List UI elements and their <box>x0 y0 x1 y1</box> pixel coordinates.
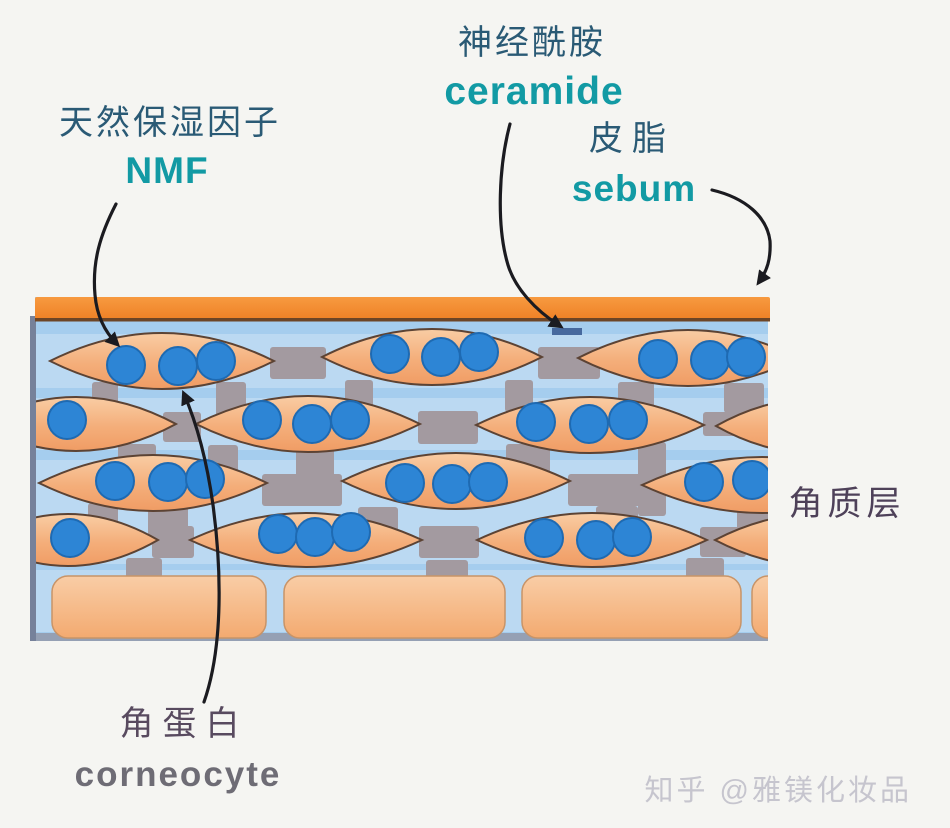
nmf-dot <box>295 517 335 557</box>
label-nmf-chinese: 天然保湿因子 <box>59 104 281 142</box>
nmf-dot <box>258 514 298 554</box>
nmf-dot <box>608 400 648 440</box>
ceramide-arrow <box>498 122 564 329</box>
nmf-dot <box>569 404 609 444</box>
nmf-dot <box>524 518 564 558</box>
nmf-dot <box>47 400 87 440</box>
nmf-dot <box>95 461 135 501</box>
basal-cell-block <box>283 575 506 639</box>
corneocyte-cell <box>713 403 768 449</box>
nmf-dot <box>106 345 146 385</box>
sebum-arrow <box>710 188 772 286</box>
desmosome-connector <box>426 560 468 578</box>
desmosome-connector <box>126 558 162 578</box>
label-corneocyte-chinese: 角蛋白 <box>119 705 249 743</box>
basal-cell-block <box>521 575 742 639</box>
basal-cell-block <box>51 575 267 639</box>
nmf-dot <box>459 332 499 372</box>
nmf-dot <box>370 334 410 374</box>
nmf-dot <box>331 512 371 552</box>
nmf-dot <box>516 402 556 442</box>
nmf-dot <box>690 340 730 380</box>
sebum-bar <box>35 297 770 321</box>
corneocyte-cell <box>712 518 768 562</box>
label-nmf-english: NMF <box>125 150 209 191</box>
nmf-dot <box>50 518 90 558</box>
nmf-dot <box>732 460 768 500</box>
desmosome-connector <box>152 526 194 558</box>
nmf-dot <box>148 462 188 502</box>
desmosome-connector <box>568 474 642 506</box>
watermark: 知乎 @雅镁化妆品 <box>644 775 912 807</box>
nmf-dot <box>330 400 370 440</box>
nmf-dot <box>726 337 766 377</box>
nmf-dot <box>638 339 678 379</box>
desmosome-connector <box>262 474 342 506</box>
corneocyte-arrow <box>181 389 221 704</box>
nmf-dot <box>385 463 425 503</box>
nmf-dot <box>612 517 652 557</box>
label-ceramide-english: ceramide <box>444 70 624 113</box>
desmosome-connector <box>163 412 201 442</box>
desmosome-connector <box>418 411 478 444</box>
nmf-dot <box>196 341 236 381</box>
nmf-dot <box>576 520 616 560</box>
nmf-dot <box>468 462 508 502</box>
desmosome-connector <box>638 442 666 516</box>
desmosome-connector <box>419 526 479 558</box>
nmf-dot <box>292 404 332 444</box>
desmosome-connector <box>724 383 764 413</box>
basal-cell-block <box>751 575 768 639</box>
desmosome-connector <box>505 380 533 412</box>
nmf-dot <box>421 337 461 377</box>
nmf-dot <box>432 464 472 504</box>
nmf-dot <box>158 346 198 386</box>
label-ceramide-chinese: 神经酰胺 <box>458 24 606 62</box>
panel-left-edge <box>30 316 36 641</box>
nmf-dot <box>684 462 724 502</box>
sebum-bar-edge <box>35 318 770 322</box>
ceramide-mark <box>552 328 582 335</box>
label-stratum-corneum: 角质层 <box>788 485 906 523</box>
desmosome-connector <box>686 558 724 578</box>
label-sebum-chinese: 皮脂 <box>589 120 675 158</box>
label-sebum-english: sebum <box>571 168 697 209</box>
label-corneocyte-english: corneocyte <box>74 755 282 794</box>
nmf-arrow <box>92 202 121 348</box>
nmf-dot <box>242 400 282 440</box>
desmosome-connector <box>270 347 326 379</box>
